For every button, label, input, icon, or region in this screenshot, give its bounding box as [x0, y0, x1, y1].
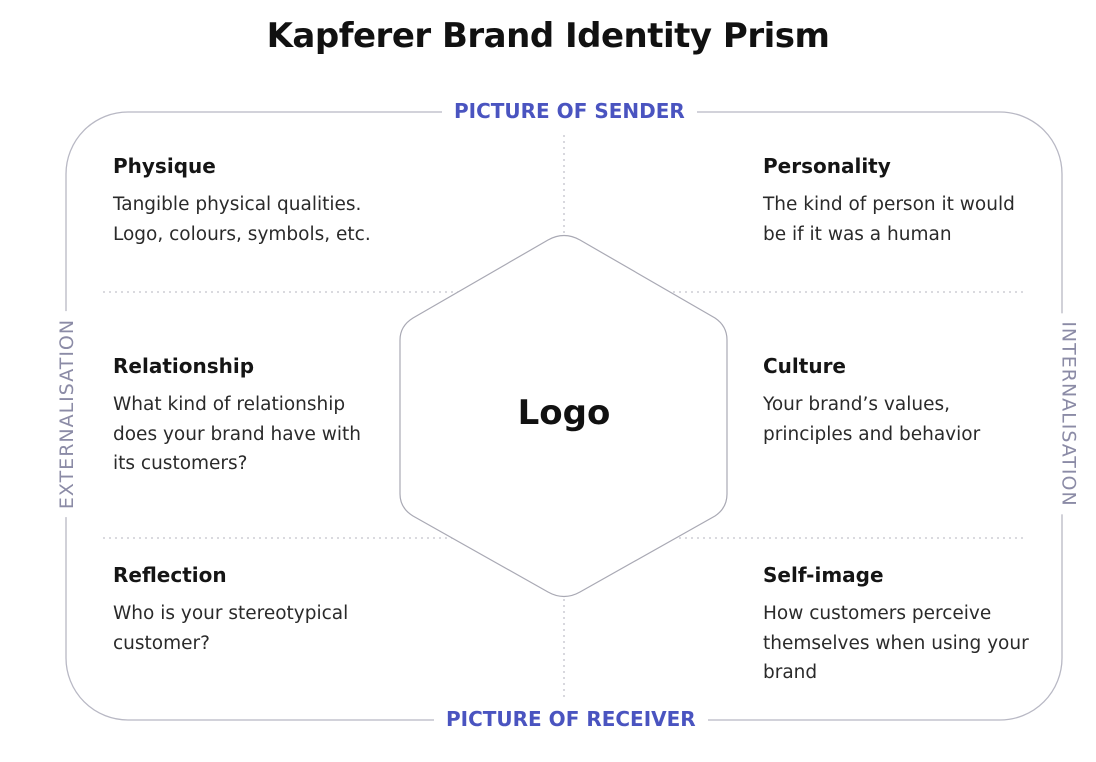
page-title: Kapferer Brand Identity Prism — [266, 16, 830, 56]
cell-heading: Physique — [113, 154, 216, 178]
axis-label-bottom: PICTURE OF RECEIVER — [434, 707, 708, 731]
cell-relationship: Relationship What kind of relationship d… — [113, 354, 403, 479]
axis-label-left: EXTERNALISATION — [56, 310, 79, 518]
cell-text: How customers perceive themselves when u… — [763, 603, 1029, 683]
cell-culture: Culture Your brand’s values, principles … — [763, 354, 1053, 449]
cell-heading: Relationship — [113, 354, 255, 378]
cell-reflection: Reflection Who is your stereotypical cus… — [113, 563, 403, 658]
cell-text: The kind of person it would be if it was… — [763, 194, 1015, 245]
cell-heading: Self-image — [763, 563, 884, 587]
axis-label-top: PICTURE OF SENDER — [442, 99, 697, 123]
cell-text: Who is your stereotypical customer? — [113, 603, 349, 654]
cell-heading: Reflection — [113, 563, 227, 587]
cell-text: What kind of relationship does your bran… — [113, 394, 361, 474]
axis-label-right: INTERNALISATION — [1057, 313, 1080, 515]
cell-physique: Physique Tangible physical qualities. Lo… — [113, 154, 403, 249]
cell-heading: Culture — [763, 354, 846, 378]
center-logo: Logo — [517, 393, 611, 433]
cell-text: Your brand’s values, principles and beha… — [763, 394, 981, 445]
cell-text: Tangible physical qualities. Logo, colou… — [113, 194, 371, 245]
cell-self-image: Self-image How customers perceive themse… — [763, 563, 1053, 688]
center-hexagon — [399, 234, 728, 598]
cell-heading: Personality — [763, 154, 891, 178]
cell-personality: Personality The kind of person it would … — [763, 154, 1053, 249]
